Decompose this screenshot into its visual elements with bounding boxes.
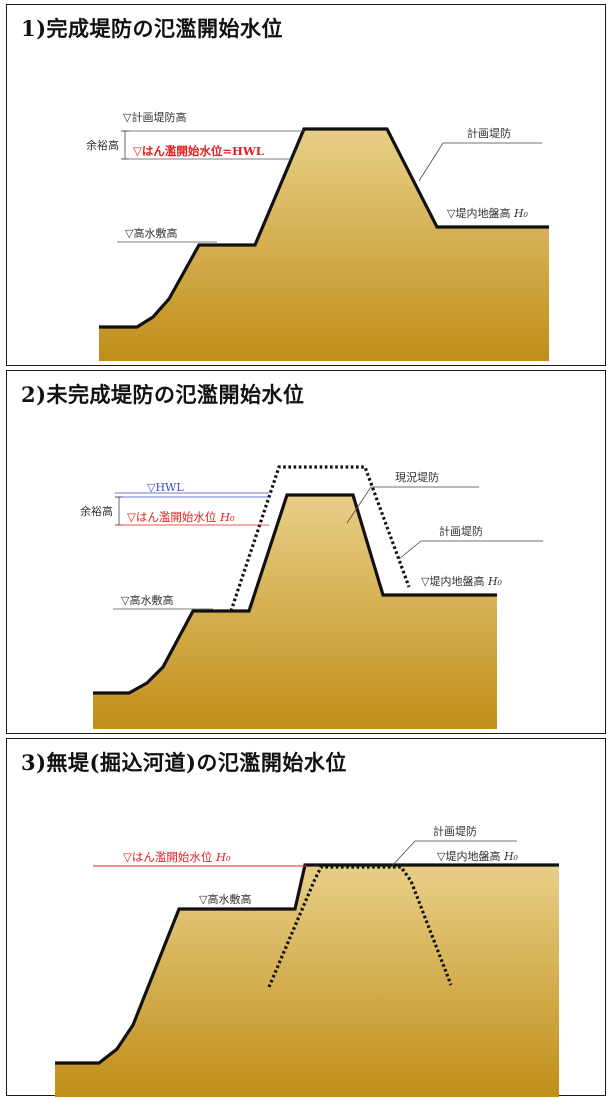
high-water-bed-label: ▽高水敷高: [199, 892, 251, 906]
existing-levee-leader: [346, 486, 479, 524]
ground-profile: [99, 129, 549, 361]
existing-levee-outline: [93, 493, 497, 695]
planned-levee-leader: [398, 540, 543, 560]
flood-start-level-label: ▽はん濫開始水位 H₀: [123, 850, 231, 864]
panel-no-levee: 3)無堤(掘込河道)の氾濫開始水位 ▽はん濫開始水位 H₀ 計画堤防 ▽堤内地盤…: [6, 738, 606, 1097]
panel-title: 1)完成堤防の氾濫開始水位: [21, 16, 284, 41]
inland-ground-height-label: ▽堤内地盤高 H₀: [437, 849, 519, 863]
flood-start-level-label: ▽はん濫開始水位 H₀: [127, 510, 235, 524]
ground-profile: [93, 495, 497, 729]
freeboard-label: 余裕高: [80, 504, 113, 518]
inland-ground-height-label: ▽堤内地盤高 H₀: [447, 206, 529, 220]
planned-levee-label: 計画堤防: [433, 824, 477, 838]
panel-title: 2)未完成堤防の氾濫開始水位: [21, 382, 305, 407]
no-levee-diagram: ▽はん濫開始水位 H₀ 計画堤防 ▽堤内地盤高 H₀ ▽高水敷高: [55, 824, 559, 1097]
planned-levee-leader: [390, 840, 517, 868]
hwl-label: ▽HWL: [147, 481, 184, 494]
high-water-bed-label: ▽高水敷高: [121, 593, 173, 607]
high-water-bed-label: ▽高水敷高: [125, 226, 177, 240]
panel-title: 3)無堤(掘込河道)の氾濫開始水位: [21, 750, 347, 775]
completed-levee-diagram: ▽計画堤防高 ▽はん濫開始水位=HWL 余裕高 計画堤防 ▽堤内地盤高 H₀ ▽…: [86, 110, 549, 361]
planned-levee-dotted: [229, 465, 411, 612]
planned-levee-label: 計画堤防: [439, 524, 483, 538]
levee-outline: [99, 127, 549, 329]
flood-start-level-label: ▽はん濫開始水位=HWL: [133, 144, 264, 158]
panel-incomplete-levee: 2)未完成堤防の氾濫開始水位 ▽HWL 余裕高 ▽はん濫開始水位 H₀ 現況堤防…: [6, 370, 606, 734]
existing-levee-label: 現況堤防: [395, 470, 439, 484]
freeboard-label: 余裕高: [86, 138, 119, 152]
planned-levee-height-label: ▽計画堤防高: [123, 110, 186, 124]
incomplete-levee-diagram: ▽HWL 余裕高 ▽はん濫開始水位 H₀ 現況堤防 計画堤防 ▽堤内地盤高 H₀…: [80, 465, 543, 729]
ground-profile: [55, 865, 559, 1097]
ground-outline: [55, 863, 559, 1065]
planned-levee-leader: [418, 142, 542, 182]
planned-levee-dotted: [267, 865, 453, 988]
planned-levee-label: 計画堤防: [467, 126, 511, 140]
panel-completed-levee: 1)完成堤防の氾濫開始水位 ▽計画堤防高 ▽はん濫開始水位=HWL 余裕高 計画…: [6, 4, 606, 366]
inland-ground-height-label: ▽堤内地盤高 H₀: [421, 574, 503, 588]
